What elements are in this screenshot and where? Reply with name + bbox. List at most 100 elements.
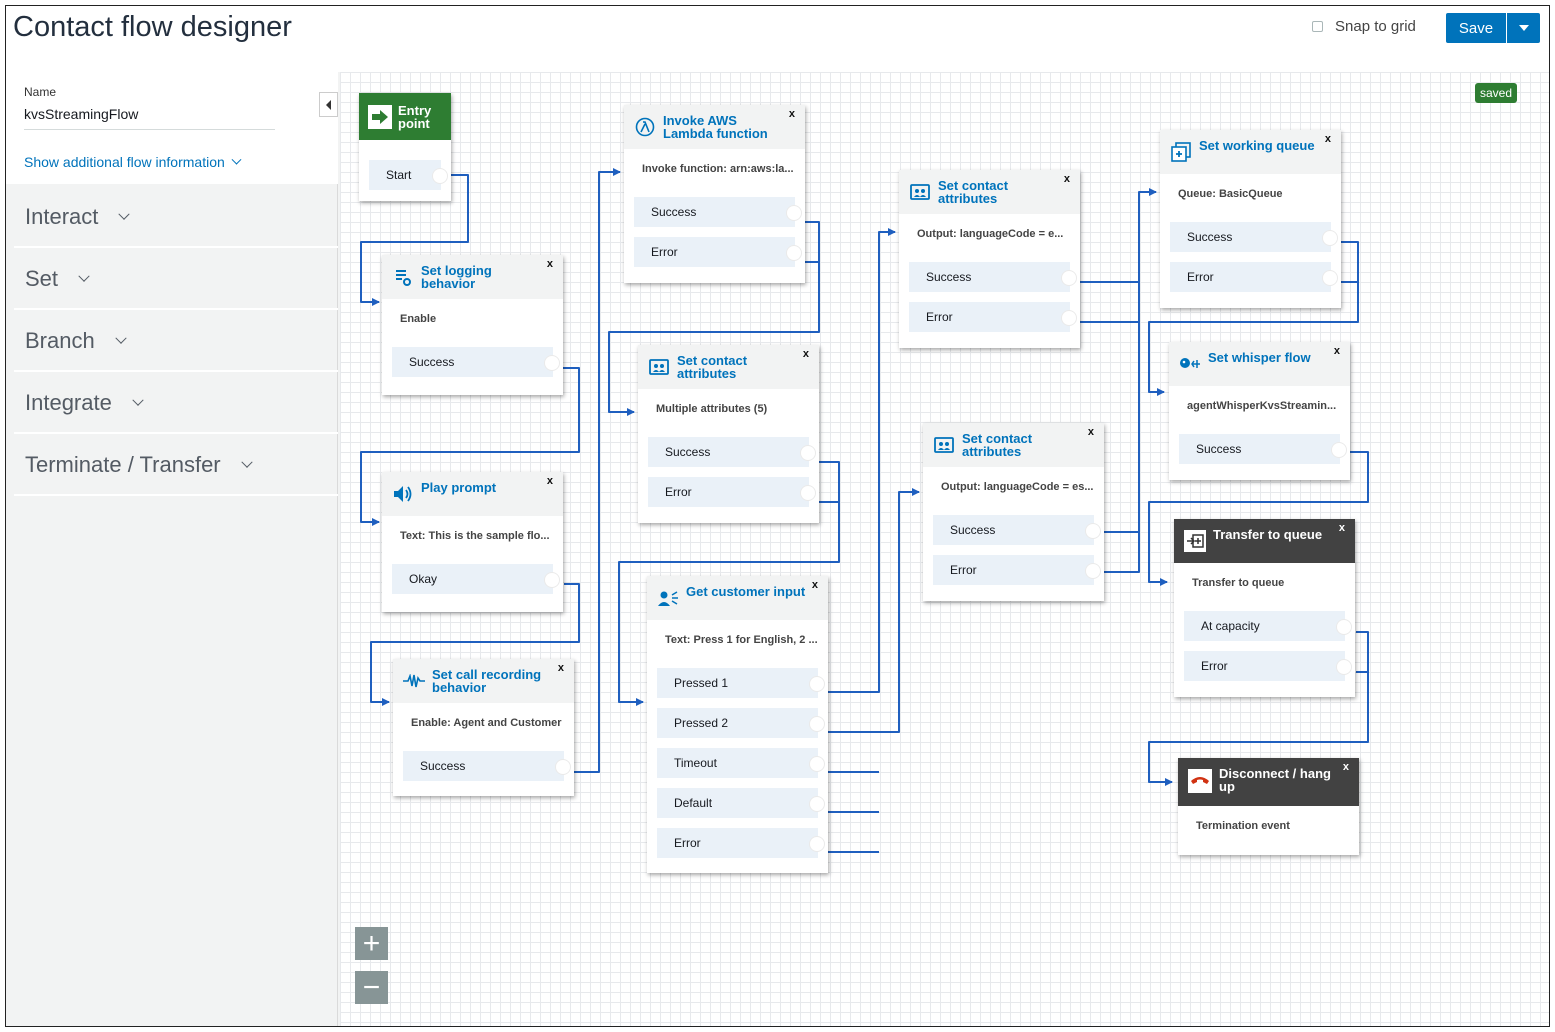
branch-connector[interactable] bbox=[544, 355, 560, 371]
block-title: Set whisper flow bbox=[1208, 350, 1311, 365]
snap-to-grid-label: Snap to grid bbox=[1335, 18, 1416, 35]
block-header: Play prompt x bbox=[382, 472, 563, 516]
close-icon[interactable]: x bbox=[1342, 761, 1349, 773]
category-label: Interact bbox=[25, 204, 99, 229]
block-title: Disconnect / hang up bbox=[1219, 766, 1331, 794]
branch-okay: Okay bbox=[392, 564, 560, 594]
block-title: Invoke AWS Lambda function bbox=[663, 113, 768, 141]
close-icon[interactable]: x bbox=[1087, 426, 1094, 438]
close-icon[interactable]: x bbox=[546, 475, 553, 487]
block-set-whisper-flow[interactable]: Set whisper flow x agentWhisperKvsStream… bbox=[1169, 342, 1350, 480]
category-terminate-transfer[interactable]: Terminate / Transfer bbox=[14, 436, 338, 496]
block-header: Transfer to queue x bbox=[1174, 519, 1355, 563]
close-icon[interactable]: x bbox=[557, 662, 564, 674]
branch-label: Error bbox=[651, 245, 678, 259]
category-set[interactable]: Set bbox=[14, 250, 338, 310]
branch-error: Error bbox=[909, 302, 1077, 332]
branch-connector[interactable] bbox=[1085, 523, 1101, 539]
branch-connector[interactable] bbox=[809, 836, 825, 852]
entry-point-block[interactable]: Entry point Start bbox=[359, 93, 451, 201]
branch-connector[interactable] bbox=[1322, 230, 1338, 246]
branch-connector[interactable] bbox=[1061, 310, 1077, 326]
branch-label: Success bbox=[665, 445, 711, 459]
close-icon[interactable]: x bbox=[546, 258, 553, 270]
category-interact[interactable]: Interact bbox=[14, 188, 338, 248]
close-icon[interactable]: x bbox=[1324, 133, 1331, 145]
close-icon[interactable]: x bbox=[1333, 345, 1340, 357]
block-set-call-recording-behavior[interactable]: Set call recording behavior x Enable: Ag… bbox=[393, 659, 574, 796]
block-get-customer-input[interactable]: Get customer input x Text: Press 1 for E… bbox=[647, 576, 828, 873]
block-description: Enable bbox=[400, 313, 437, 325]
branch-label: Error bbox=[1187, 270, 1214, 284]
branch-connector[interactable] bbox=[800, 485, 816, 501]
close-icon[interactable]: x bbox=[1338, 522, 1345, 534]
block-set-logging-behavior[interactable]: Set logging behavior x Enable Success bbox=[382, 255, 563, 395]
branch-connector[interactable] bbox=[1336, 619, 1352, 635]
category-integrate[interactable]: Integrate bbox=[14, 374, 338, 434]
snap-to-grid-checkbox[interactable] bbox=[1312, 21, 1323, 32]
branch-label: Okay bbox=[409, 572, 438, 586]
block-set-contact-attributes-en[interactable]: Set contact attributes x Output: languag… bbox=[899, 170, 1080, 348]
branch-connector[interactable] bbox=[555, 759, 571, 775]
branch-label: Success bbox=[1196, 442, 1242, 456]
branch-connector[interactable] bbox=[809, 676, 825, 692]
branch-label: Error bbox=[926, 310, 953, 324]
branch-connector[interactable] bbox=[432, 168, 448, 184]
customer-input-icon bbox=[657, 587, 679, 609]
block-disconnect-hang-up[interactable]: Disconnect / hang up x Termination event bbox=[1178, 758, 1359, 855]
block-title: Play prompt bbox=[421, 480, 497, 495]
zoom-in-button[interactable]: + bbox=[355, 927, 388, 960]
block-description: Multiple attributes (5) bbox=[656, 403, 768, 415]
branch-connector[interactable] bbox=[809, 716, 825, 732]
snap-to-grid[interactable]: Snap to grid bbox=[1312, 18, 1416, 35]
branch-error: Error bbox=[648, 477, 816, 507]
block-header: Invoke AWS Lambda function x bbox=[624, 105, 805, 149]
branch-connector[interactable] bbox=[786, 245, 802, 261]
category-label: Set bbox=[25, 266, 59, 291]
branch-success: Success bbox=[1170, 222, 1338, 252]
branch-connector[interactable] bbox=[809, 796, 825, 812]
block-invoke-aws-lambda[interactable]: Invoke AWS Lambda function x Invoke func… bbox=[624, 105, 805, 283]
block-set-contact-attributes[interactable]: Set contact attributes x Multiple attrib… bbox=[638, 345, 819, 523]
chevron-down-icon bbox=[231, 154, 242, 165]
block-description: Enable: Agent and Customer bbox=[411, 717, 562, 729]
category-branch[interactable]: Branch bbox=[14, 312, 338, 372]
branch-connector[interactable] bbox=[809, 756, 825, 772]
branch-label: Success bbox=[651, 205, 697, 219]
branch-error: Error bbox=[657, 828, 825, 858]
branch-connector[interactable] bbox=[800, 445, 816, 461]
block-set-working-queue[interactable]: Set working queue x Queue: BasicQueue Su… bbox=[1160, 130, 1341, 308]
show-additional-info-link[interactable]: Show additional flow information bbox=[24, 154, 242, 170]
category-label: Terminate / Transfer bbox=[25, 452, 221, 477]
branch-connector[interactable] bbox=[1322, 270, 1338, 286]
flow-name-field[interactable]: kvsStreamingFlow bbox=[24, 106, 275, 130]
save-button[interactable]: Save bbox=[1446, 13, 1506, 43]
branch-connector[interactable] bbox=[786, 205, 802, 221]
category-label: Branch bbox=[25, 328, 95, 353]
branch-connector[interactable] bbox=[1331, 442, 1347, 458]
block-title: Set working queue bbox=[1199, 138, 1315, 153]
chevron-down-icon bbox=[78, 270, 90, 282]
zoom-out-button[interactable]: − bbox=[355, 971, 388, 1004]
entry-point-header: Entry point bbox=[359, 93, 451, 140]
save-dropdown-button[interactable] bbox=[1507, 13, 1540, 43]
branch-connector[interactable] bbox=[1085, 563, 1101, 579]
entry-point-title: Entry point bbox=[398, 102, 432, 131]
branch-success: Success bbox=[1179, 434, 1347, 464]
block-transfer-to-queue[interactable]: Transfer to queue x Transfer to queue At… bbox=[1174, 519, 1355, 697]
close-icon[interactable]: x bbox=[1063, 173, 1070, 185]
block-title: Set call recording behavior bbox=[432, 667, 542, 695]
branch-connector[interactable] bbox=[1336, 659, 1352, 675]
caret-left-icon bbox=[326, 99, 331, 110]
close-icon[interactable]: x bbox=[788, 108, 795, 120]
block-description: Text: Press 1 for English, 2 ... bbox=[665, 634, 818, 646]
branch-connector[interactable] bbox=[544, 572, 560, 588]
block-play-prompt[interactable]: Play prompt x Text: This is the sample f… bbox=[382, 472, 563, 612]
block-header: Set contact attributes x bbox=[923, 423, 1104, 467]
close-icon[interactable]: x bbox=[811, 579, 818, 591]
close-icon[interactable]: x bbox=[802, 348, 809, 360]
block-set-contact-attributes-es[interactable]: Set contact attributes x Output: languag… bbox=[923, 423, 1104, 601]
branch-connector[interactable] bbox=[1061, 270, 1077, 286]
collapse-sidebar-button[interactable] bbox=[319, 92, 338, 117]
block-description: Output: languageCode = e... bbox=[917, 228, 1064, 240]
